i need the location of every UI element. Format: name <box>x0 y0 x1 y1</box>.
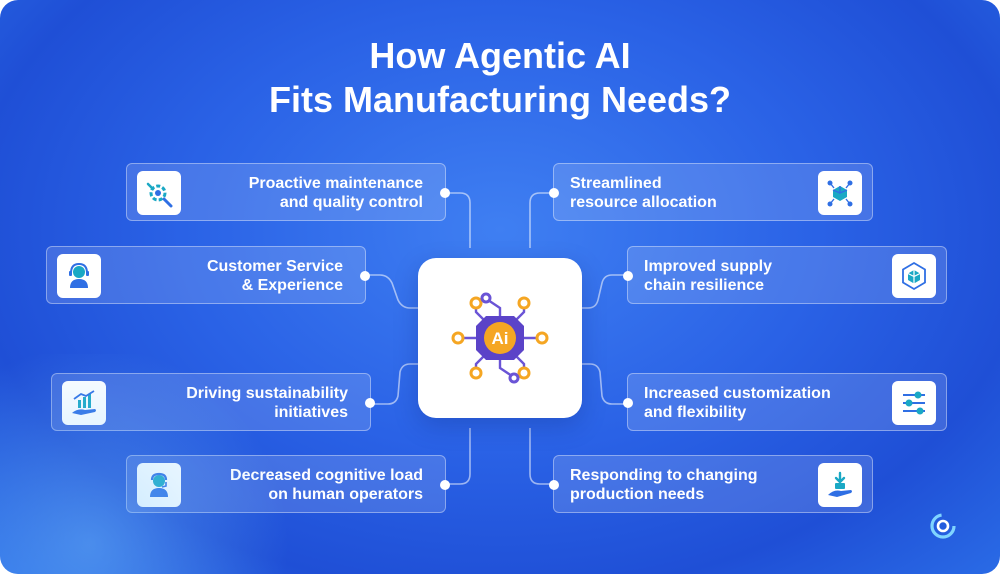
connector-left-2 <box>366 274 418 309</box>
card-label: Driving sustainability initiatives <box>186 385 348 421</box>
connector-dot <box>549 480 559 490</box>
connector-dot <box>440 188 450 198</box>
connector-dot <box>549 188 559 198</box>
connector-dot <box>360 271 370 281</box>
card-sustainability: Driving sustainability initiatives <box>51 373 375 431</box>
card-proactive-maintenance: Proactive maintenance and quality contro… <box>126 163 450 221</box>
connector-left-4 <box>446 428 471 485</box>
card-customization: Increased customization and flexibility <box>623 373 947 431</box>
connector-right-3 <box>582 363 627 405</box>
headset-agent-icon <box>57 254 101 298</box>
connector-dot <box>365 398 375 408</box>
connector-right-4 <box>529 428 553 485</box>
sliders-icon <box>892 381 936 425</box>
card-supply-chain: Improved supply chain resilience <box>623 246 947 304</box>
center-ai-box: Ai <box>418 258 582 418</box>
hex-cube-icon <box>892 254 936 298</box>
card-label: Increased customization and flexibility <box>644 385 831 421</box>
connector-left-1 <box>446 192 471 248</box>
connector-dot <box>623 398 633 408</box>
connector-right-2 <box>582 274 627 309</box>
ai-chip-icon: Ai <box>451 292 549 384</box>
connector-left-3 <box>371 363 418 405</box>
title-line-1: How Agentic AI <box>369 35 631 76</box>
connector-dot <box>623 271 633 281</box>
connector-dot <box>440 480 450 490</box>
card-label: Customer Service & Experience <box>206 258 343 294</box>
card-cognitive-load: Decreased cognitive load on human operat… <box>126 455 450 513</box>
page-title: How Agentic AI Fits Manufacturing Needs? <box>0 34 1000 122</box>
hand-box-icon <box>818 463 862 507</box>
card-label: Improved supply chain resilience <box>644 258 773 294</box>
ai-badge-text: Ai <box>492 329 509 348</box>
network-cube-icon <box>818 171 862 215</box>
gear-wrench-icon <box>137 171 181 215</box>
card-label: Streamlined resource allocation <box>570 175 717 211</box>
card-label: Decreased cognitive load on human operat… <box>230 467 423 503</box>
title-line-2: Fits Manufacturing Needs? <box>268 79 732 120</box>
brand-logo-icon <box>930 513 956 539</box>
card-production-needs: Responding to changing production needs <box>549 455 873 513</box>
card-customer-service: Customer Service & Experience <box>46 246 370 304</box>
card-label: Proactive maintenance and quality contro… <box>248 175 423 211</box>
card-label: Responding to changing production needs <box>570 467 758 503</box>
card-resource-allocation: Streamlined resource allocation <box>549 163 873 221</box>
growth-hand-icon <box>62 381 106 425</box>
connector-right-1 <box>529 192 553 248</box>
operator-icon <box>137 463 181 507</box>
